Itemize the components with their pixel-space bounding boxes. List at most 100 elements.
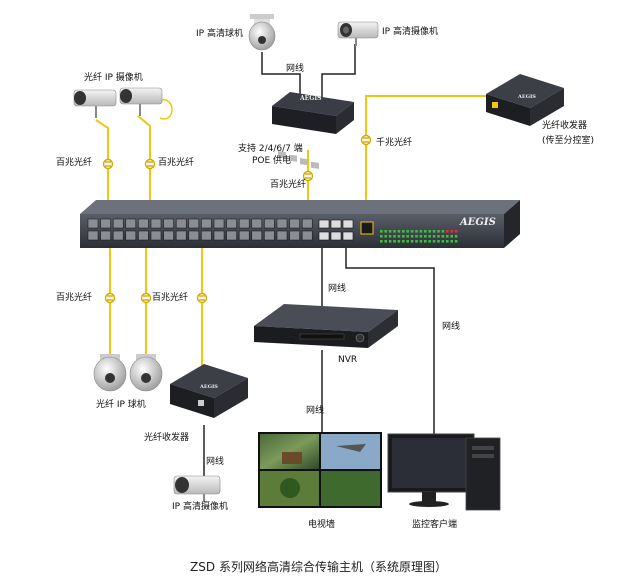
status-led [384, 230, 387, 233]
label-fiber-100-b: 百兆光纤 [158, 158, 195, 168]
monitor-client [387, 433, 501, 511]
label-video-wall: 电视墙 [308, 520, 336, 530]
label-fiber-ip-dome: 光纤 IP 球机 [96, 400, 146, 410]
transceiver-bottom-brand: AEGIS [199, 384, 218, 390]
rj45-port [342, 231, 354, 241]
fiber-markers [102, 134, 372, 304]
sfp-port [125, 230, 137, 241]
cables [203, 44, 435, 478]
sfp-port [251, 218, 263, 229]
fiber-ip-camera-a [73, 89, 117, 118]
status-led [415, 230, 418, 233]
sfp-port [188, 230, 200, 241]
status-led [406, 235, 409, 238]
sfp-port [163, 230, 174, 241]
cable-bullet-to-poe [321, 44, 356, 98]
status-led [437, 235, 440, 238]
sfp-port [238, 218, 250, 229]
sfp-port [175, 218, 187, 229]
sfp-port [112, 230, 124, 241]
ip-dome-top [248, 14, 276, 51]
nvr-device [254, 304, 398, 348]
status-led [410, 235, 414, 238]
sfp-port [226, 230, 237, 241]
status-led [402, 235, 405, 238]
sfp-port [276, 218, 288, 229]
sfp-port [301, 230, 313, 241]
status-led [441, 240, 445, 243]
sfp-port [289, 230, 300, 241]
label-nvr: NVR [338, 355, 358, 365]
label-fiber-100-d: 百兆光纤 [152, 293, 189, 303]
sfp-port [264, 218, 275, 229]
status-led [384, 240, 387, 243]
ip-bullet-bottom [173, 475, 221, 502]
sfp-port [138, 230, 149, 241]
label-net-top: 网线 [286, 64, 305, 74]
status-led [424, 235, 427, 238]
status-led [380, 235, 383, 238]
sfp-port [226, 218, 237, 229]
fiber-ip-dome-a [93, 354, 127, 392]
status-led [393, 230, 396, 233]
poe-port [300, 158, 308, 166]
sfp-port [289, 218, 300, 229]
sfp-port [87, 218, 99, 229]
status-led [397, 230, 401, 233]
sfp-port [100, 230, 111, 241]
status-led [419, 235, 423, 238]
label-fiber-100-poe: 百兆光纤 [270, 180, 307, 190]
cable-switch-to-client [345, 246, 435, 440]
label-fiber-1000: 千兆光纤 [376, 138, 413, 148]
fiber-coil [159, 99, 173, 120]
status-led [388, 230, 392, 233]
poe-port [278, 151, 286, 159]
status-led [424, 240, 427, 243]
status-led [380, 240, 383, 243]
status-led [406, 240, 409, 243]
label-fiber-ip-camera: 光纤 IP 摄像机 [84, 73, 143, 83]
status-led [388, 235, 392, 238]
fiber-transceiver-bottom: AEGIS [170, 364, 248, 418]
sfp-port [301, 218, 313, 229]
label-transceiver-right: 光纤收发器 [542, 121, 588, 131]
fiber-gigabit [365, 95, 490, 214]
main-switch-top [80, 200, 520, 214]
rj45-port [342, 219, 354, 229]
sfp-ports [87, 218, 313, 241]
status-led [454, 235, 458, 238]
status-led [419, 240, 423, 243]
status-led [450, 240, 453, 243]
status-led [397, 235, 401, 238]
status-led [441, 235, 445, 238]
sfp-port [251, 230, 263, 241]
status-led [432, 240, 436, 243]
status-led [446, 230, 449, 233]
main-switch: AEGIS [80, 200, 520, 248]
sfp-port [125, 218, 137, 229]
rj45-port [330, 219, 342, 229]
cable-dome-to-poe [261, 52, 301, 98]
label-fiber-100-c: 百兆光纤 [56, 293, 93, 303]
sfp-port [276, 230, 288, 241]
poe-port [311, 161, 319, 169]
status-led [432, 235, 436, 238]
fiber-ip-dome-b [129, 354, 163, 392]
status-led [402, 230, 405, 233]
sfp-port [112, 218, 124, 229]
sfp-port [138, 218, 149, 229]
status-led [402, 240, 405, 243]
status-led [393, 240, 396, 243]
label-net-client: 网线 [442, 322, 461, 332]
main-switch-side [504, 200, 520, 248]
label-net-bottom: 网线 [206, 457, 225, 467]
rj45-port [318, 219, 330, 229]
status-led [406, 230, 409, 233]
gigabit-port [360, 221, 374, 235]
rj45-port [318, 231, 330, 241]
status-led [428, 230, 431, 233]
sfp-port [175, 230, 187, 241]
status-led [380, 230, 383, 233]
label-net-wall: 网线 [306, 406, 325, 416]
sfp-port [100, 218, 111, 229]
